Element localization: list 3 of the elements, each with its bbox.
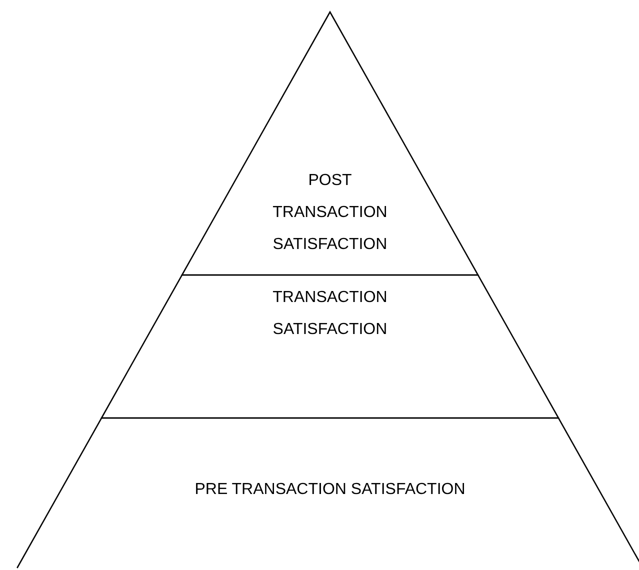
section-label: TRANSACTION SATISFACTION [272,288,388,340]
section-label: PRE TRANSACTION SATISFACTION [194,480,466,500]
section-label: POST TRANSACTION SATISFACTION [272,171,388,255]
